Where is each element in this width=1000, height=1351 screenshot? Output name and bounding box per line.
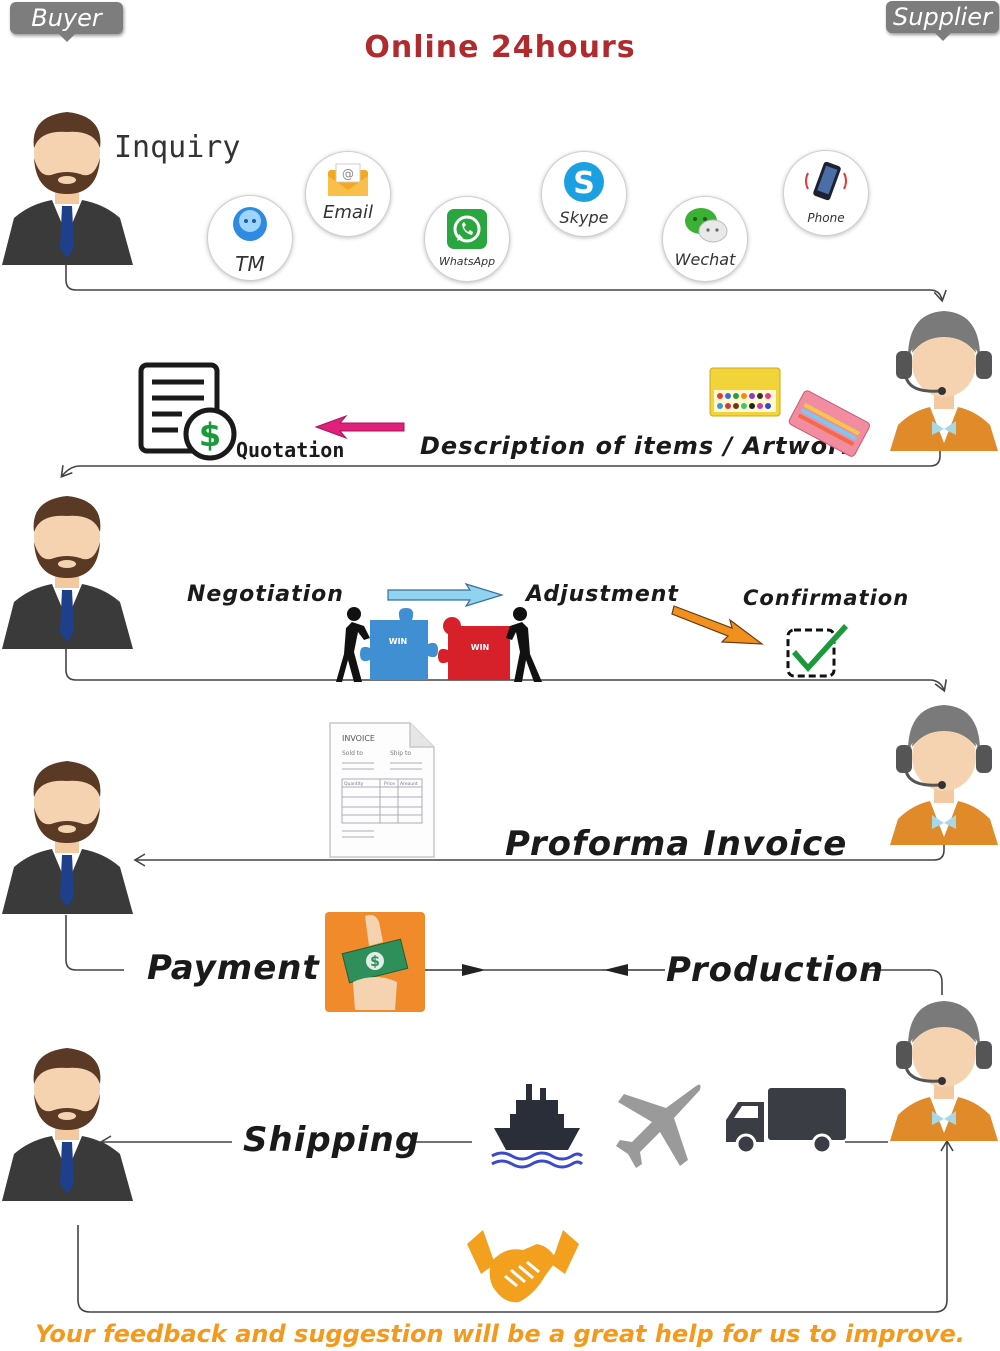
invoice-ship-to: Ship to: [390, 750, 411, 757]
description-label: Description of items / Artwork: [420, 432, 858, 460]
phone-icon: [805, 161, 847, 201]
truck-icon: [726, 1088, 846, 1155]
invoice-doc-title: INVOICE: [342, 734, 375, 743]
wechat-icon: [685, 208, 728, 243]
invoice-col-quantity: Quantity: [344, 781, 364, 787]
inquiry-label: Inquiry: [114, 130, 241, 165]
page-title: Online 24hours: [364, 30, 636, 65]
confirmation-label: Confirmation: [743, 586, 910, 610]
quotation-document-icon: $: [138, 362, 237, 461]
ship-icon: [491, 1084, 584, 1169]
invoice-sold-to: Sold to: [342, 750, 363, 757]
handshake-icon: [467, 1230, 579, 1303]
channel-email: @ Email: [305, 151, 391, 237]
channel-wechat: Wechat: [662, 196, 748, 282]
buyer-label: Buyer: [10, 2, 123, 42]
channel-label: Email: [323, 202, 373, 223]
invoice-document-icon: INVOICE Sold to Ship to Quantity Price A…: [329, 722, 435, 858]
production-label: Production: [666, 950, 885, 990]
svg-text:$: $: [370, 954, 380, 970]
feedback-text: Your feedback and suggestion will be a g…: [35, 1320, 965, 1348]
channel-label: Phone: [807, 211, 845, 225]
channel-label: TM: [235, 252, 265, 276]
invoice-col-price: Price: [384, 781, 395, 787]
puzzle-right-text: WIN: [471, 643, 490, 652]
skype-icon: S: [564, 162, 604, 202]
buyer-avatar-icon: [2, 1048, 133, 1201]
supplier-avatar-icon: [890, 311, 998, 451]
payment-label: Payment: [147, 948, 320, 988]
proforma-invoice-label: Proforma Invoice: [505, 824, 848, 864]
supplier-avatar-icon: [890, 705, 998, 845]
buyer-avatar-icon: [2, 112, 133, 265]
email-icon: @: [328, 163, 368, 196]
buyer-avatar-icon: [2, 496, 133, 649]
channel-tm: TM: [207, 195, 293, 281]
airplane-icon: [616, 1084, 701, 1168]
buyer-avatar-icon: [2, 761, 133, 914]
money-hand-icon: $: [325, 912, 425, 1012]
svg-text:S: S: [573, 166, 595, 201]
channel-label: Skype: [559, 208, 609, 227]
quotation-label: Quotation: [236, 438, 345, 462]
puzzle-left-text: WIN: [389, 637, 408, 646]
arrow-right-blue-icon: [387, 582, 504, 608]
svg-text:$: $: [199, 416, 221, 454]
channel-whatsapp: WhatsApp: [424, 196, 510, 282]
shipping-label: Shipping: [243, 1120, 421, 1160]
invoice-col-amount: Amount: [400, 781, 418, 787]
color-swatch-icon: [709, 367, 871, 457]
puzzle-win-icon: WIN WIN: [336, 607, 542, 682]
arrow-down-right-orange-icon: [671, 605, 764, 645]
channel-skype: S Skype: [541, 151, 627, 237]
confirm-check-icon: [786, 624, 848, 678]
negotiation-label: Negotiation: [187, 582, 344, 607]
channel-phone: Phone: [783, 150, 869, 236]
supplier-label: Supplier: [886, 1, 999, 41]
adjustment-label: Adjustment: [526, 582, 679, 607]
supplier-avatar-icon: [890, 1001, 998, 1141]
whatsapp-icon: [447, 209, 487, 249]
arrow-left-pink-icon: [314, 414, 405, 440]
channel-label: Wechat: [674, 250, 736, 269]
svg-text:@: @: [342, 167, 354, 181]
tm-chat-icon: [233, 207, 267, 241]
channel-label: WhatsApp: [438, 255, 496, 268]
